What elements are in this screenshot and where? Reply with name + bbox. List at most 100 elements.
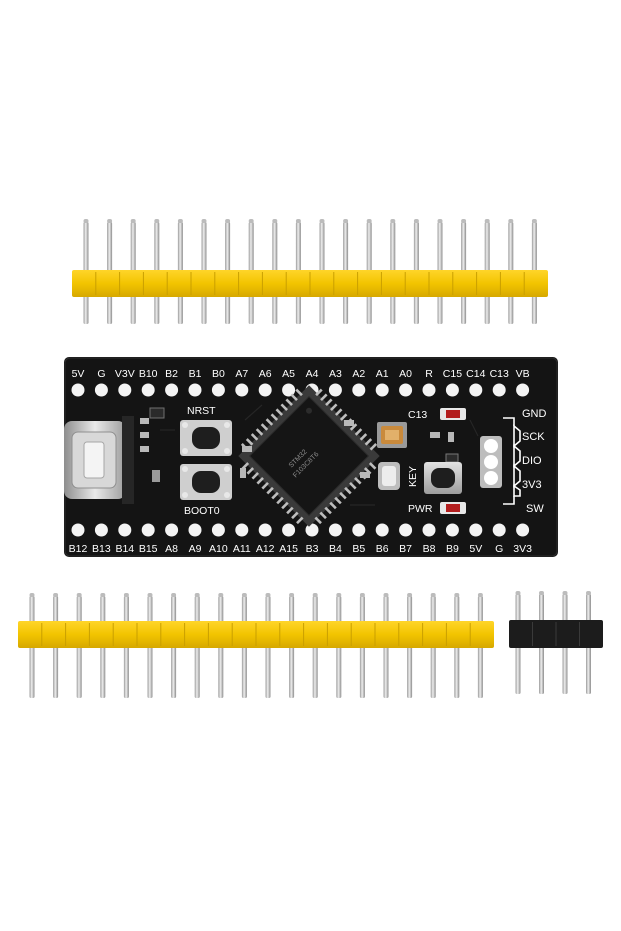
top-pin-label: A4: [306, 368, 319, 380]
header-seams: [532, 622, 580, 646]
key-label: KEY: [407, 466, 419, 487]
boot0-label: BOOT0: [184, 505, 220, 517]
bottom-pin-label: B15: [139, 543, 158, 555]
c13-led: [440, 408, 466, 420]
header-pin-tip: [177, 219, 183, 223]
pin-pad-bottom: [352, 523, 366, 537]
pin-pad-bottom: [235, 523, 249, 537]
header-pin-tip: [225, 219, 231, 223]
pin-pad-top: [141, 383, 155, 397]
header-pin-tip: [218, 593, 224, 597]
pin-pad-top: [399, 383, 413, 397]
pin-pad-top: [282, 383, 296, 397]
pin-pad-bottom: [399, 523, 413, 537]
usb-c-connector: [64, 416, 134, 504]
bottom-pin-label: 3V3: [513, 543, 532, 555]
swd-pin-dio: DIO: [522, 455, 542, 467]
header-pin-tip: [295, 219, 301, 223]
top-pin-label: C14: [466, 368, 485, 380]
top-pin-label: G: [97, 368, 105, 380]
top-pin-label: B1: [189, 368, 202, 380]
header-pin-tip: [539, 591, 544, 595]
pcb-traces: [160, 404, 479, 506]
pin-pad-bottom: [469, 523, 483, 537]
pin-pad-bottom: [328, 523, 342, 537]
header-pin-tip: [76, 593, 82, 597]
pin-pad-bottom: [422, 523, 436, 537]
header-pin-tip: [83, 219, 89, 223]
pin-pad-top: [211, 383, 225, 397]
header-pin-tip: [437, 219, 443, 223]
header-pin-tip: [154, 219, 160, 223]
swd-silkscreen: [503, 417, 521, 505]
bottom-pin-label: B4: [329, 543, 342, 555]
crystal-small: [378, 462, 400, 490]
c13-label: C13: [408, 409, 427, 421]
bottom-pin-label: A9: [189, 543, 202, 555]
pin-pad-top: [94, 383, 108, 397]
boot0-button[interactable]: [180, 464, 232, 500]
header-pin-tip: [390, 219, 396, 223]
bottom-pin-label: B13: [92, 543, 111, 555]
header-pin-tip: [265, 593, 271, 597]
pin-pad-top: [375, 383, 389, 397]
bottom-pin-label: B14: [115, 543, 134, 555]
pin-pad-top: [188, 383, 202, 397]
header-pin-tip: [366, 219, 372, 223]
header-pin-tip: [130, 219, 136, 223]
bottom-pin-label: B5: [352, 543, 365, 555]
bottom-pin-label: B7: [399, 543, 412, 555]
top-pin-label: A3: [329, 368, 342, 380]
header-pin-tip: [413, 219, 419, 223]
swd-pin-sck: SCK: [522, 431, 545, 443]
header-pin-tip: [336, 593, 342, 597]
top-pin-label: A5: [282, 368, 295, 380]
bottom-pin-label: A12: [256, 543, 275, 555]
pin-header-small: [509, 591, 603, 694]
top-pin-label: B10: [139, 368, 158, 380]
pin-pad-bottom: [516, 523, 530, 537]
header-pin-tip: [53, 593, 59, 597]
header-pin-tip: [383, 593, 389, 597]
bottom-pin-label: A8: [165, 543, 178, 555]
pin-pad-top: [469, 383, 483, 397]
header-pin-tip: [586, 591, 591, 595]
pwr-label: PWR: [408, 503, 433, 515]
top-pin-label: A6: [259, 368, 272, 380]
top-pin-label: A1: [376, 368, 389, 380]
header-pin-tip: [201, 219, 207, 223]
swd-title: SW: [526, 503, 544, 515]
bottom-pin-label: G: [495, 543, 503, 555]
header-seams: [41, 623, 471, 646]
header-pin-tip: [194, 593, 200, 597]
header-pin-tip: [430, 593, 436, 597]
header-pin-tip: [171, 593, 177, 597]
bottom-pin-label: B12: [69, 543, 88, 555]
header-pin-tip: [484, 219, 490, 223]
pin-pad-top: [328, 383, 342, 397]
header-pin-tip: [461, 219, 467, 223]
top-pin-label: A0: [399, 368, 412, 380]
header-pin-tip: [29, 593, 35, 597]
chip-legs: [240, 388, 378, 525]
top-pin-label: B0: [212, 368, 225, 380]
header-pin-tip: [477, 593, 483, 597]
header-pin-tip: [248, 219, 254, 223]
key-button[interactable]: [424, 462, 462, 494]
pin-pad-bottom: [305, 523, 319, 537]
crystal-oscillator: [377, 422, 407, 448]
nrst-button[interactable]: [180, 420, 232, 456]
bottom-pin-label: A10: [209, 543, 228, 555]
pin-pad-bottom: [211, 523, 225, 537]
top-pin-label: R: [425, 368, 433, 380]
header-pin-tip: [241, 593, 247, 597]
top-pin-label: 5V: [72, 368, 85, 380]
pin-pad-top: [118, 383, 132, 397]
bottom-pin-label: B6: [376, 543, 389, 555]
top-pin-label: C13: [490, 368, 509, 380]
pin-pad-bottom: [492, 523, 506, 537]
header-pin-tip: [319, 219, 325, 223]
